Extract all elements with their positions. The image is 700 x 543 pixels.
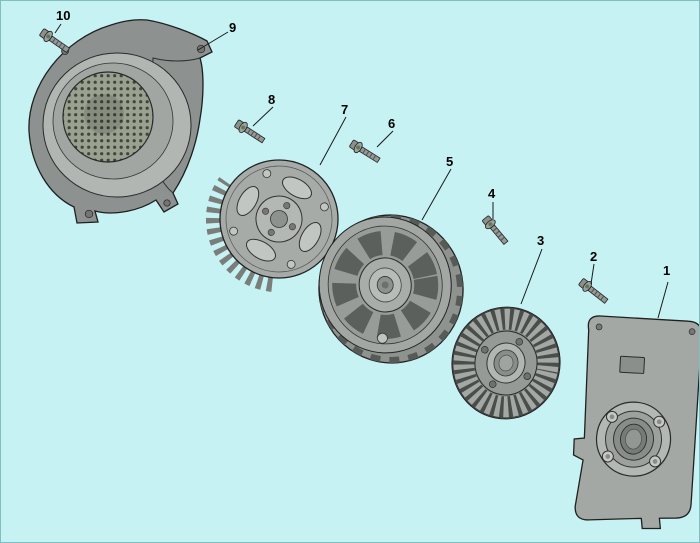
fan-cover bbox=[28, 19, 213, 224]
leader-line-5 bbox=[421, 168, 452, 221]
part-label-1: 1 bbox=[663, 263, 671, 278]
fan-slot bbox=[246, 238, 276, 262]
back-plate-bolt-hole bbox=[601, 450, 614, 463]
leader-line-9 bbox=[197, 31, 229, 51]
fan-hub-hole bbox=[288, 223, 296, 231]
bolt-part-6 bbox=[347, 137, 383, 166]
part-label-9: 9 bbox=[229, 20, 237, 35]
back-plate-corner-hole bbox=[595, 323, 603, 331]
fan-hub-hole bbox=[283, 202, 291, 210]
fan-cover-grille bbox=[62, 71, 154, 163]
fan-hub-bore bbox=[270, 210, 288, 228]
fan-hub-hole bbox=[262, 207, 270, 215]
leader-line-8 bbox=[252, 106, 274, 127]
back-plate-bolt-hole bbox=[649, 455, 662, 468]
fan-hole bbox=[286, 259, 296, 269]
stator-mount-hole bbox=[481, 346, 489, 354]
part-label-4: 4 bbox=[488, 186, 496, 201]
flywheel-hub-center bbox=[381, 281, 389, 289]
fan-slot bbox=[282, 176, 312, 200]
fan-cover-hole-foot bbox=[163, 199, 171, 207]
fan-slot bbox=[236, 186, 260, 216]
stator-mount-hole bbox=[489, 380, 497, 388]
leader-lines bbox=[54, 23, 669, 319]
bolt-part-4 bbox=[480, 213, 511, 248]
stator-mount-hole bbox=[515, 338, 523, 346]
part-label-5: 5 bbox=[446, 154, 454, 169]
stator bbox=[451, 306, 561, 420]
bolt-part-10 bbox=[37, 26, 72, 56]
stator-mount-hole bbox=[523, 372, 531, 380]
fan-hole bbox=[262, 169, 272, 179]
part-label-6: 6 bbox=[388, 116, 396, 131]
fan-hole bbox=[319, 202, 329, 212]
stator-outline bbox=[452, 307, 560, 419]
stator-center-bore bbox=[498, 354, 514, 372]
back-plate-bolt-hole bbox=[653, 415, 666, 428]
leader-line-10 bbox=[54, 23, 62, 34]
part-label-2: 2 bbox=[590, 249, 598, 264]
part-label-8: 8 bbox=[268, 92, 276, 107]
leader-line-1 bbox=[657, 281, 669, 319]
back-plate bbox=[572, 315, 699, 530]
part-label-10: 10 bbox=[56, 8, 71, 23]
leader-line-6 bbox=[376, 130, 394, 148]
fan-hole bbox=[229, 226, 239, 236]
leader-line-2 bbox=[590, 263, 595, 285]
back-plate-corner-hole bbox=[688, 328, 696, 335]
bolt-part-2 bbox=[576, 276, 611, 307]
part-label-7: 7 bbox=[341, 102, 349, 117]
fan-slot bbox=[298, 222, 322, 252]
fan-disc-rim-line bbox=[225, 165, 333, 273]
flywheel-rotor bbox=[318, 214, 464, 364]
leader-line-3 bbox=[520, 248, 543, 305]
stator-teeth bbox=[453, 308, 559, 418]
bolt-part-8 bbox=[232, 117, 268, 146]
fan-hub-hole bbox=[267, 228, 275, 236]
fan-cover-hole-bottom bbox=[84, 209, 94, 219]
flywheel-fan bbox=[205, 159, 339, 292]
back-plate-bolt-hole bbox=[605, 410, 618, 423]
flywheel-face-hole bbox=[377, 332, 388, 344]
back-plate-bore-center bbox=[625, 428, 642, 450]
fan-cover-grille-center bbox=[84, 94, 124, 134]
part-label-3: 3 bbox=[537, 233, 545, 248]
leader-line-7 bbox=[319, 116, 347, 166]
back-plate-window bbox=[619, 355, 645, 374]
